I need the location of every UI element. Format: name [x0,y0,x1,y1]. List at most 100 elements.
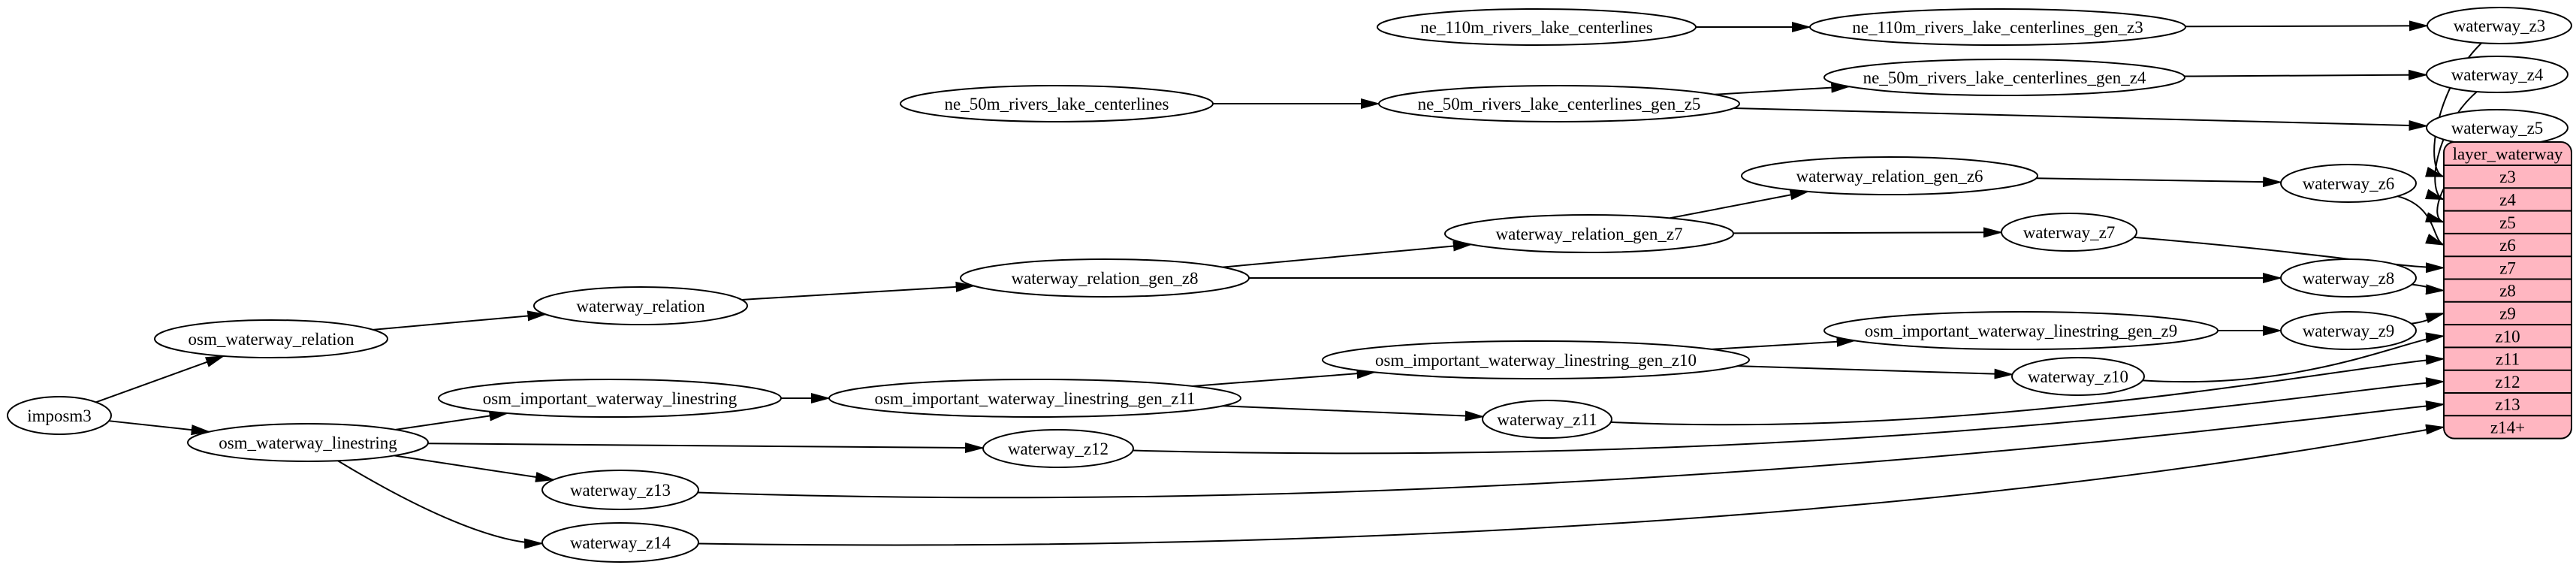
node-waterway_z6: waterway_z6 [2280,164,2417,203]
node-ellipse [1823,59,2185,96]
node-waterway_relation_gen_z6: waterway_relation_gen_z6 [1741,156,2038,195]
node-ellipse [2280,311,2417,350]
table-row-z9: z9 [2499,304,2516,323]
edge-imposm3--osm_waterway_linestring [108,420,211,436]
node-label: waterway_z5 [2451,119,2544,137]
node-waterway_z10: waterway_z10 [2011,357,2145,396]
node-ne_50m_rivers_lake_centerlines_gen_z5: ne_50m_rivers_lake_centerlines_gen_z5 [1378,85,1740,122]
node-waterway_relation_gen_z8: waterway_relation_gen_z8 [960,258,1250,298]
edge-osm_important_waterway_linestring_gen_z10--osm_important_waterway_linestring_gen_z9 [1712,336,1857,350]
node-label: osm_important_waterway_linestring_gen_z9 [1865,322,2177,340]
edge-waterway_z11--z11 [1610,354,2445,426]
node-layer: imposm3 osm_waterway_relation osm_waterway… [7,7,2572,563]
node-ne_110m_rivers_lake_centerlines: ne_110m_rivers_lake_centerlines [1377,8,1697,46]
node-label: waterway_z12 [1008,440,1109,458]
node-ellipse [2011,357,2145,396]
node-ellipse [438,379,782,418]
edge-ne_50m_rivers_lake_centerlines_gen_z4--waterway_z4 [2184,69,2429,80]
table-layer_waterway: layer_waterwayz3z4z5z6z7z8z9z10z11z12z13… [2443,141,2572,440]
node-label: waterway_relation [576,297,705,316]
table-row-z5: z5 [2499,213,2516,232]
table-row-z13: z13 [2495,395,2520,414]
edge-waterway_z14--z14+ [698,424,2445,546]
node-label: osm_waterway_linestring [219,434,397,452]
edge-osm_waterway_linestring--waterway_z14 [337,460,544,549]
node-ne_50m_rivers_lake_centerlines: ne_50m_rivers_lake_centerlines [900,85,1214,122]
table-row-z8: z8 [2499,282,2516,301]
node-ellipse [1444,214,1734,253]
table-row-z6: z6 [2499,236,2516,255]
edge-waterway_z7--z7 [2134,236,2445,273]
edge-waterway_z4--z4 [2425,91,2478,201]
node-label: ne_50m_rivers_lake_centerlines_gen_z5 [1418,95,1701,113]
edge-ne_50m_rivers_lake_centerlines_gen_z5--waterway_z5 [1733,107,2429,131]
node-label: osm_important_waterway_linestring_gen_z1… [874,389,1195,408]
node-label: waterway_z13 [570,481,671,500]
node-ellipse [2427,7,2572,44]
edge-waterway_relation_gen_z8--waterway_relation_gen_z7 [1223,240,1473,268]
node-osm_important_waterway_linestring_gen_z9: osm_important_waterway_linestring_gen_z9 [1823,311,2219,350]
edge-osm_important_waterway_linestring_gen_z11--osm_important_waterway_linestring_gen_z10 [1192,368,1377,387]
node-waterway_z11: waterway_z11 [1482,400,1612,439]
edge-waterway_z8--z8 [2412,283,2445,295]
node-label: osm_important_waterway_linestring_gen_z1… [1375,351,1697,370]
node-label: waterway_z8 [2303,269,2395,288]
node-label: osm_important_waterway_linestring [483,389,738,408]
node-ellipse [2426,56,2568,93]
node-label: ne_110m_rivers_lake_centerlines_gen_z3 [1852,18,2143,37]
node-ellipse [1377,8,1697,46]
node-osm_important_waterway_linestring_gen_z11: osm_important_waterway_linestring_gen_z1… [828,379,1241,418]
node-ne_110m_rivers_lake_centerlines_gen_z3: ne_110m_rivers_lake_centerlines_gen_z3 [1809,8,2186,46]
node-osm_waterway_relation: osm_waterway_relation [154,319,388,358]
node-osm_important_waterway_linestring: osm_important_waterway_linestring [438,379,782,418]
table-row-z4: z4 [2499,191,2516,210]
node-ellipse [982,429,1134,468]
node-label: ne_110m_rivers_lake_centerlines [1420,18,1653,37]
node-ellipse [2001,213,2137,252]
node-label: waterway_z9 [2303,322,2395,340]
edge-waterway_z10--z10 [2142,332,2445,383]
node-waterway_z14: waterway_z14 [541,522,699,563]
node-waterway_z13: waterway_z13 [541,470,699,510]
node-ellipse [828,379,1241,418]
edge-waterway_relation_gen_z7--waterway_z7 [1733,227,2004,238]
node-label: ne_50m_rivers_lake_centerlines [945,95,1169,113]
node-label: waterway_z11 [1497,410,1597,429]
node-ellipse [7,396,112,435]
node-waterway_relation: waterway_relation [533,286,748,325]
edge-osm_important_waterway_linestring_gen_z11--waterway_z11 [1222,405,1485,421]
edge-waterway_relation_gen_z6--waterway_z6 [2036,177,2283,188]
node-ellipse [1741,156,2038,195]
table-row-z10: z10 [2495,327,2520,346]
node-ellipse [960,258,1250,298]
edge-waterway_z6--z6 [2397,195,2445,246]
edge-imposm3--osm_waterway_relation [95,355,225,403]
node-label: waterway_relation_gen_z7 [1495,225,1682,243]
node-label: waterway_z3 [2454,17,2546,35]
node-osm_waterway_linestring: osm_waterway_linestring [187,423,429,462]
node-waterway_z4: waterway_z4 [2426,56,2568,93]
node-ellipse [1482,400,1612,439]
edge-layer [95,20,2482,549]
node-waterway_z5: waterway_z5 [2426,109,2568,147]
edge-waterway_z12--z12 [1133,377,2445,455]
node-label: imposm3 [27,406,92,425]
node-osm_important_waterway_linestring_gen_z10: osm_important_waterway_linestring_gen_z1… [1322,340,1750,379]
node-ne_50m_rivers_lake_centerlines_gen_z4: ne_50m_rivers_lake_centerlines_gen_z4 [1823,59,2185,96]
node-ellipse [154,319,388,358]
table-row-z14+: z14+ [2490,418,2525,437]
node-ellipse [541,522,699,563]
node-waterway_z9: waterway_z9 [2280,311,2417,350]
node-label: waterway_z10 [2028,367,2128,386]
table-row-z11: z11 [2496,350,2520,369]
node-label: waterway_relation_gen_z6 [1796,167,1983,186]
edge-waterway_z9--z9 [2411,312,2445,325]
edge-osm_important_waterway_linestring_gen_z10--waterway_z10 [1737,365,2014,379]
edge-osm_waterway_relation--waterway_relation [373,310,547,331]
edge-osm_waterway_linestring--waterway_z12 [427,443,985,454]
edge-waterway_relation_gen_z7--waterway_relation_gen_z6 [1670,189,1810,219]
node-ellipse [541,470,699,510]
node-waterway_z7: waterway_z7 [2001,213,2137,252]
edge-ne_50m_rivers_lake_centerlines_gen_z5--ne_50m_rivers_lake_centerlines_gen_z4 [1714,82,1851,95]
